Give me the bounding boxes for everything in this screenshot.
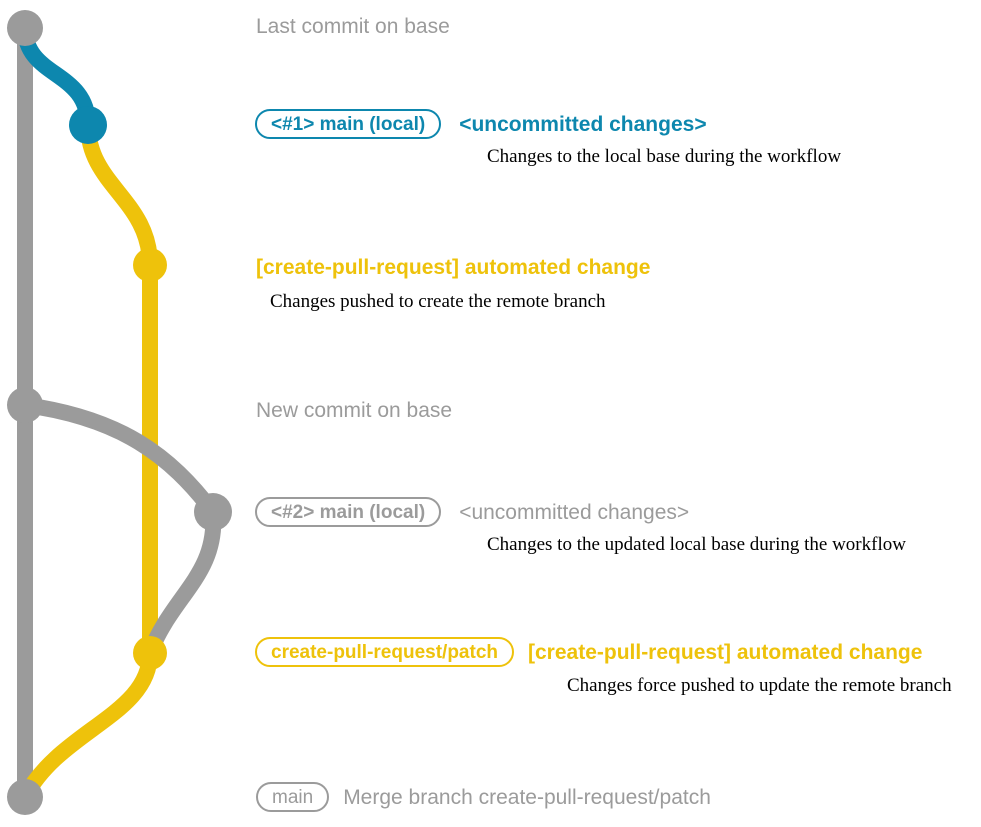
commit-node-patch-1[interactable] [133,248,167,282]
commit-message-merge: Merge branch create-pull-request/patch [343,785,711,809]
branch-pill-main-local-2[interactable]: <#2> main (local) [255,497,442,527]
entry-local-commit-2: <#2> main (local) <uncommitted changes> [255,497,689,527]
commit-node-patch-2[interactable] [133,636,167,670]
entry-merge-commit: main Merge branch create-pull-request/pa… [256,782,711,812]
edge-base2-to-local2 [17,397,221,520]
commit-detail-local-2: Changes to the updated local base during… [487,534,906,555]
edge-patch2-to-merge [17,645,158,805]
commit-node-merge[interactable] [7,779,43,815]
commit-detail-automated-change-1: Changes pushed to create the remote bran… [270,291,606,312]
git-commit-graph [7,10,232,815]
commit-node-local-1[interactable] [69,106,107,144]
label-last-commit-on-base: Last commit on base [256,15,450,38]
commit-message-automated-change-2: [create-pull-request] automated change [528,640,923,664]
branch-pill-create-pull-request-patch[interactable]: create-pull-request/patch [255,637,514,667]
commit-detail-local-1: Changes to the local base during the wor… [487,146,842,167]
commit-detail-automated-change-2: Changes force pushed to update the remot… [567,675,952,696]
entry-local-commit-1: <#1> main (local) <uncommitted changes> [255,109,707,139]
edge-local1-to-patch1 [80,117,158,273]
branch-pill-main-local-1[interactable]: <#1> main (local) [255,109,442,139]
label-new-commit-on-base: New commit on base [256,399,453,422]
commit-node-base-1[interactable] [7,10,43,46]
branch-pill-main[interactable]: main [256,782,330,812]
entry-automated-change-2: create-pull-request/patch [create-pull-r… [255,637,922,667]
edge-local2-to-patch2 [142,504,222,661]
commit-message-local-2: <uncommitted changes> [459,500,690,524]
commit-node-base-2[interactable] [7,387,43,423]
commit-message-automated-change-1: [create-pull-request] automated change [256,256,651,279]
commit-node-local-2[interactable] [194,493,232,531]
commit-message-local-1: <uncommitted changes> [459,112,707,136]
